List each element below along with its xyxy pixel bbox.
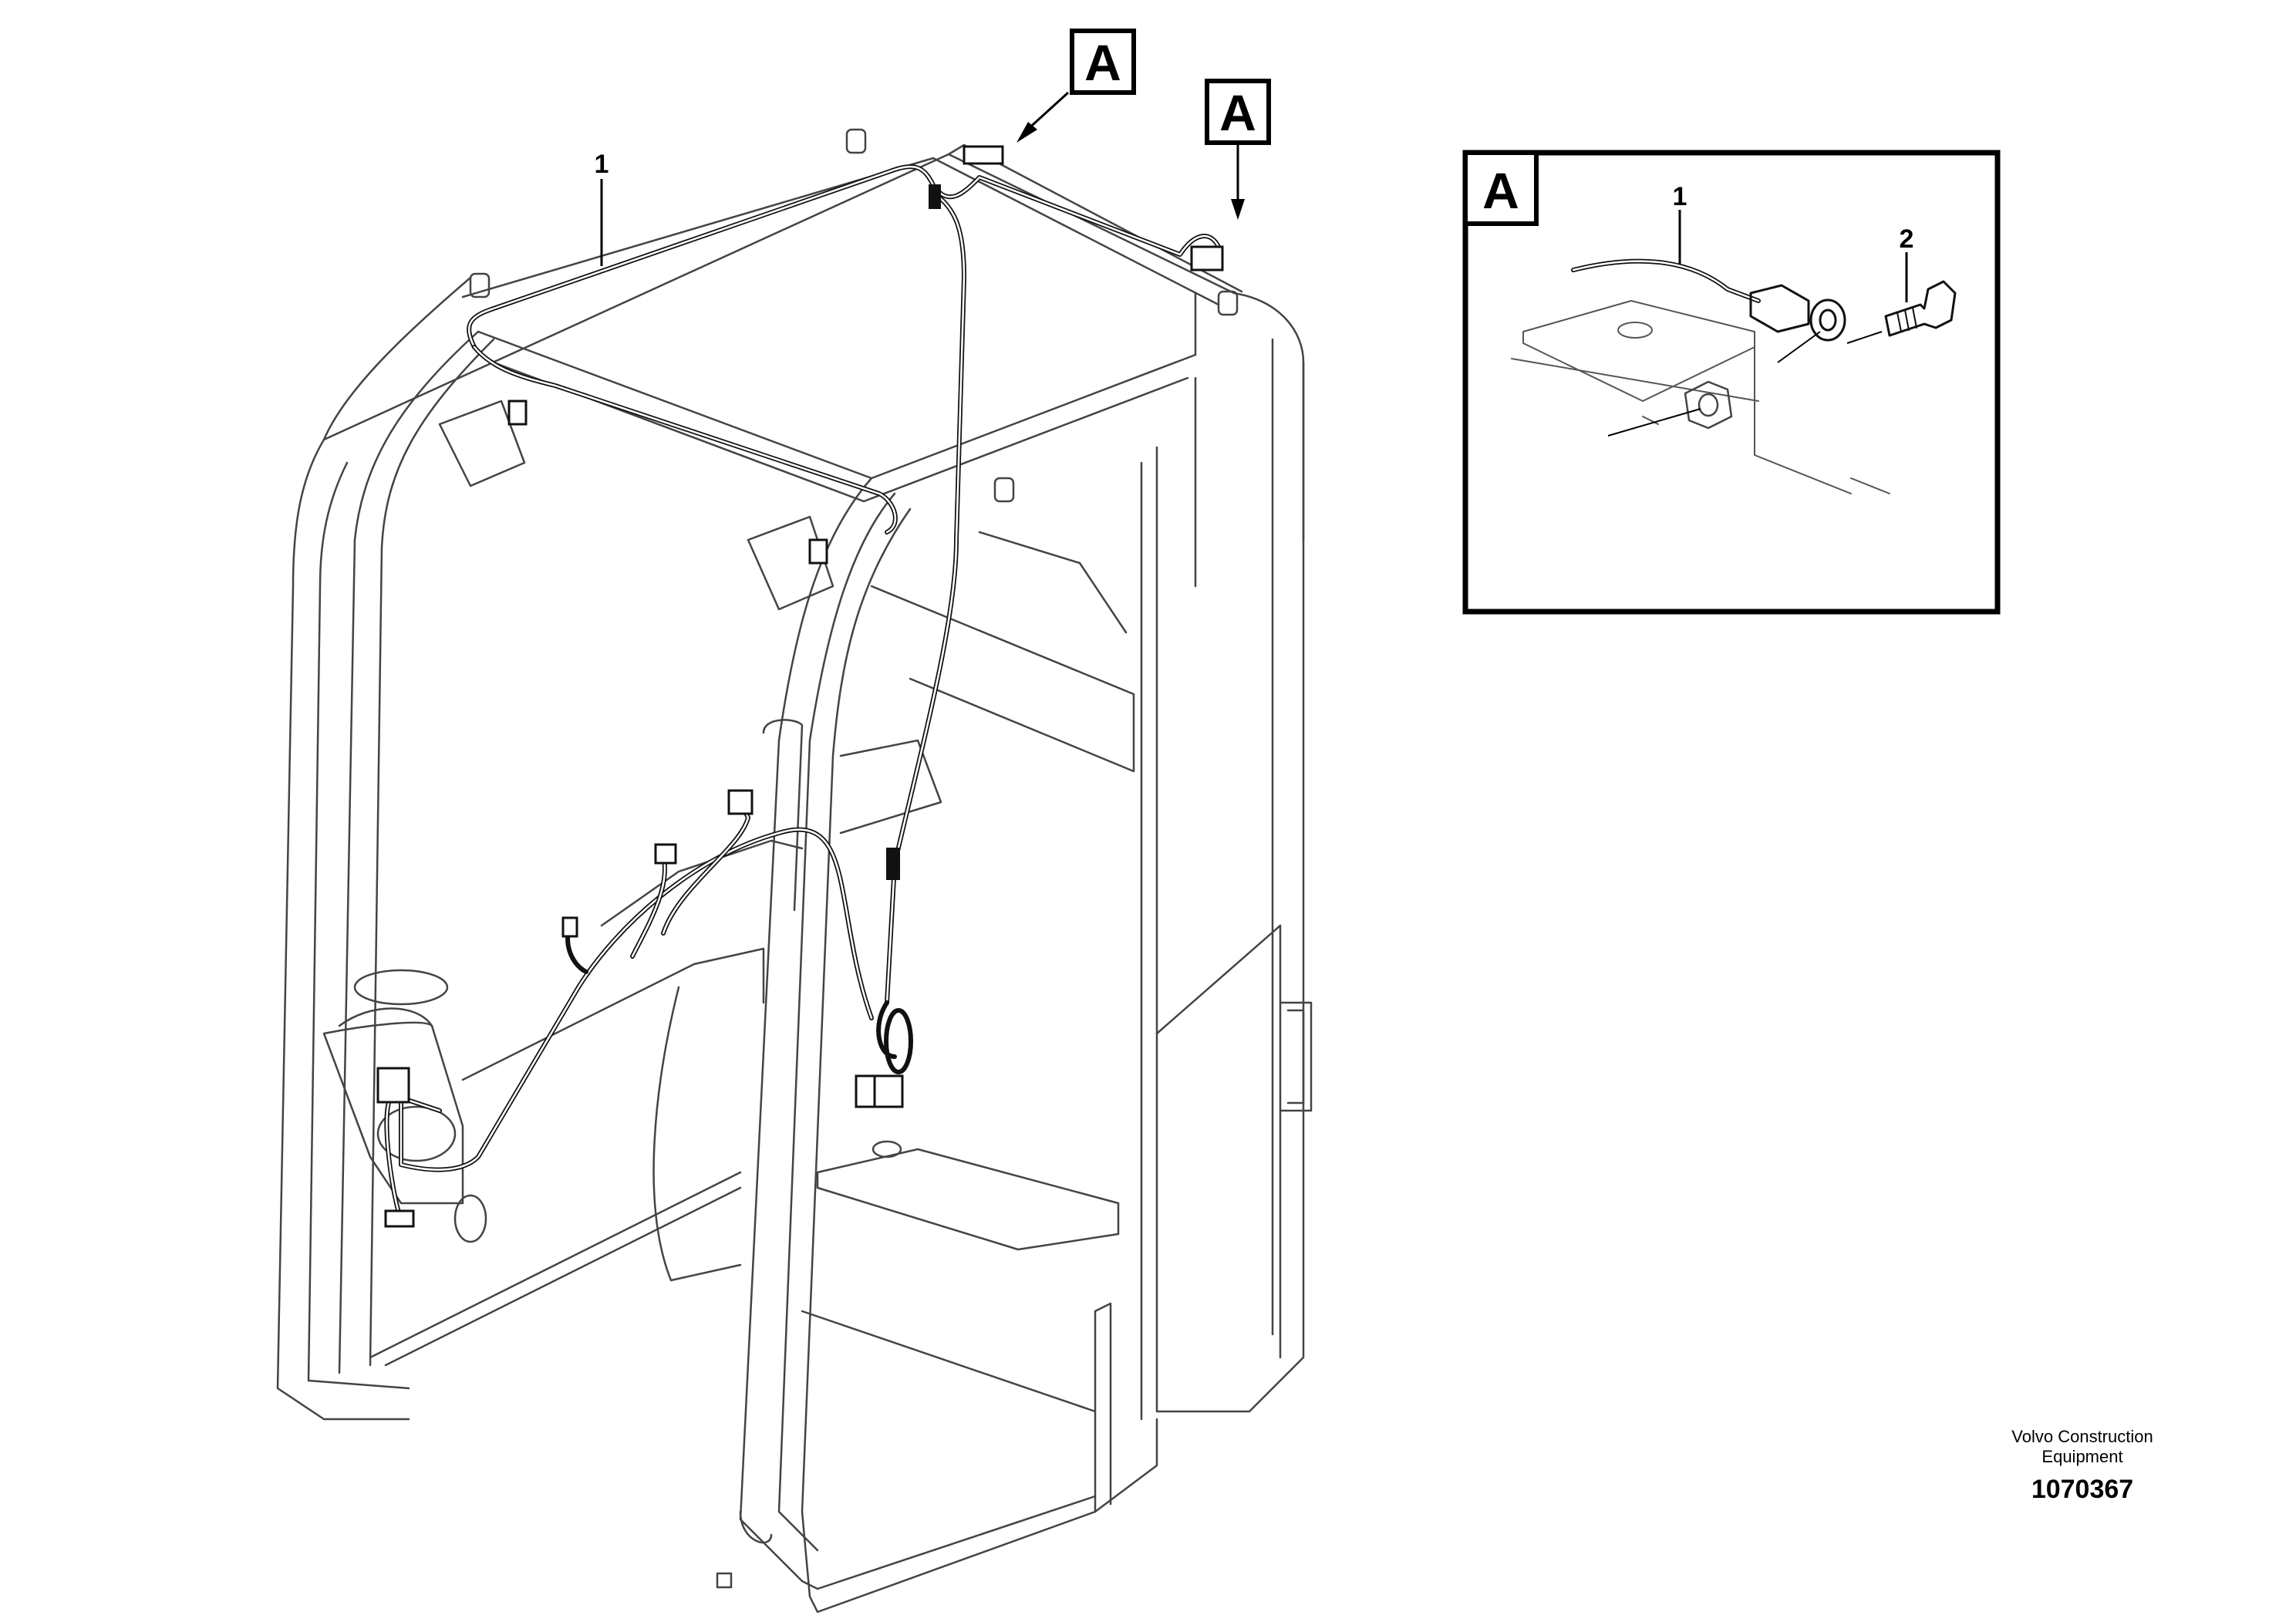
maker-line-1: Volvo Construction <box>2011 1427 2153 1446</box>
view-tag-a-right-label: A <box>1219 84 1256 141</box>
maker-line-2: Equipment <box>2041 1447 2122 1466</box>
detail-view-a: A 1 2 <box>1462 150 2001 615</box>
detail-callout-screw: 2 <box>1900 224 1914 254</box>
callout-harness: 1 <box>595 150 609 266</box>
wiring-harness <box>376 145 1224 1228</box>
cab-frame <box>276 128 1313 1614</box>
view-tag-a-left-label: A <box>1084 34 1121 91</box>
detail-callout-wire: 1 <box>1673 182 1687 211</box>
doc-number: 1070367 <box>2031 1475 2133 1504</box>
view-tag-a-right: A <box>1205 79 1271 220</box>
footer: Volvo Construction Equipment 1070367 <box>2011 1427 2153 1504</box>
view-tag-a-left: A <box>1017 29 1136 143</box>
detail-view-a-tag: A <box>1482 162 1519 219</box>
callout-harness-label: 1 <box>595 150 609 179</box>
